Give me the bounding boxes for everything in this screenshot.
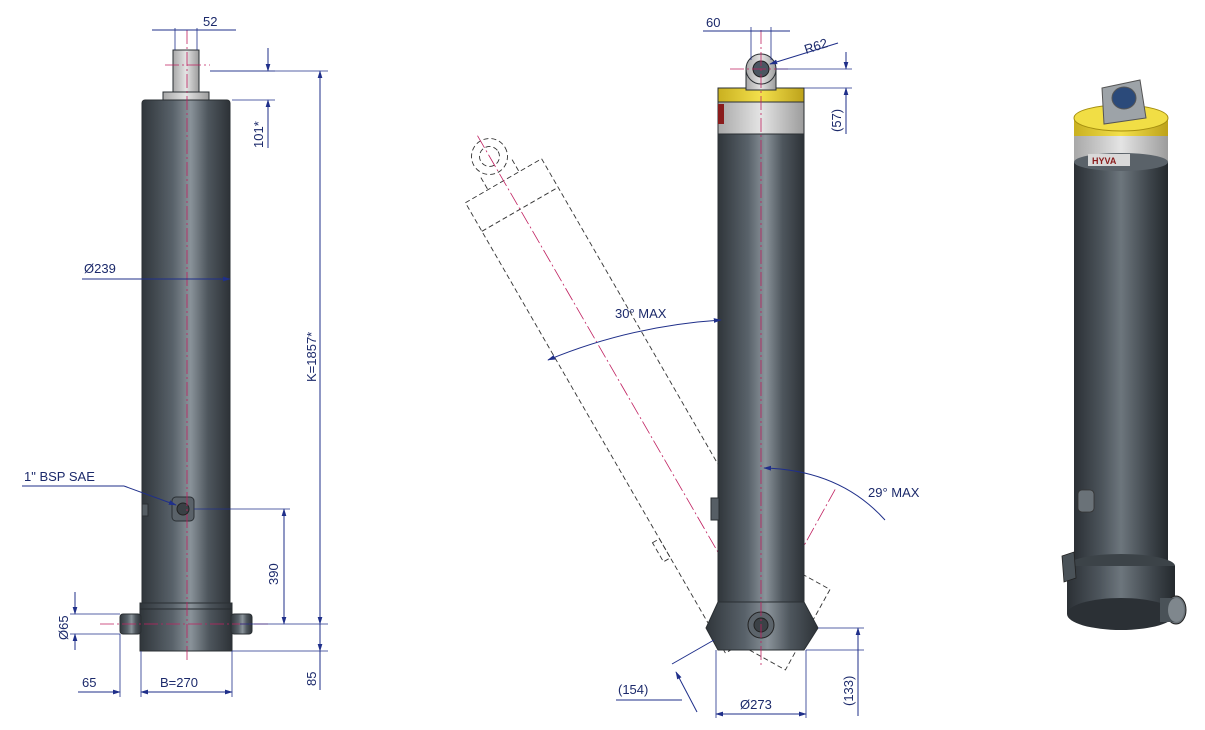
side-base-diameter-label: Ø273 — [740, 697, 772, 712]
iso-brand-label: HYVA — [1092, 156, 1117, 166]
side-eye-radius-label: R62 — [802, 35, 829, 57]
iso-trunnion-left — [1061, 551, 1077, 583]
front-port-label: 1" BSP SAE — [24, 469, 95, 484]
front-base-width-label: B=270 — [160, 675, 198, 690]
front-diameter-label: Ø239 — [84, 261, 116, 276]
front-trunnion-length-label: 65 — [82, 675, 96, 690]
iso-cylinder-body — [1074, 160, 1168, 588]
front-trunnion-diameter-label: Ø65 — [56, 615, 71, 640]
side-eye-width-label: 60 — [706, 15, 720, 30]
front-cylinder-body — [141, 99, 231, 606]
side-eye-height-label: (57) — [829, 109, 844, 132]
front-rod — [172, 49, 200, 97]
front-rod-width-label: 52 — [203, 14, 217, 29]
side-view: 60 R62 (57) 30° MAX 29° MAX (154) Ø273 (… — [464, 15, 920, 718]
front-closed-length-label: K=1857* — [304, 332, 319, 382]
front-rod-extension-label: 101* — [251, 121, 266, 148]
side-angle-30-label: 30° MAX — [615, 306, 667, 321]
front-view: 52 101* K=1857* Ø239 1" BSP SAE 390 Ø65 — [22, 14, 328, 697]
front-cylinder-base — [139, 602, 233, 652]
side-swing-clearance-label: (154) — [618, 682, 648, 697]
front-base-height-label: 85 — [304, 672, 319, 686]
side-angle-29-label: 29° MAX — [868, 485, 920, 500]
iso-view: HYVA — [1061, 79, 1187, 630]
front-port-height-label: 390 — [266, 563, 281, 585]
side-base-height-label: (133) — [841, 676, 856, 706]
